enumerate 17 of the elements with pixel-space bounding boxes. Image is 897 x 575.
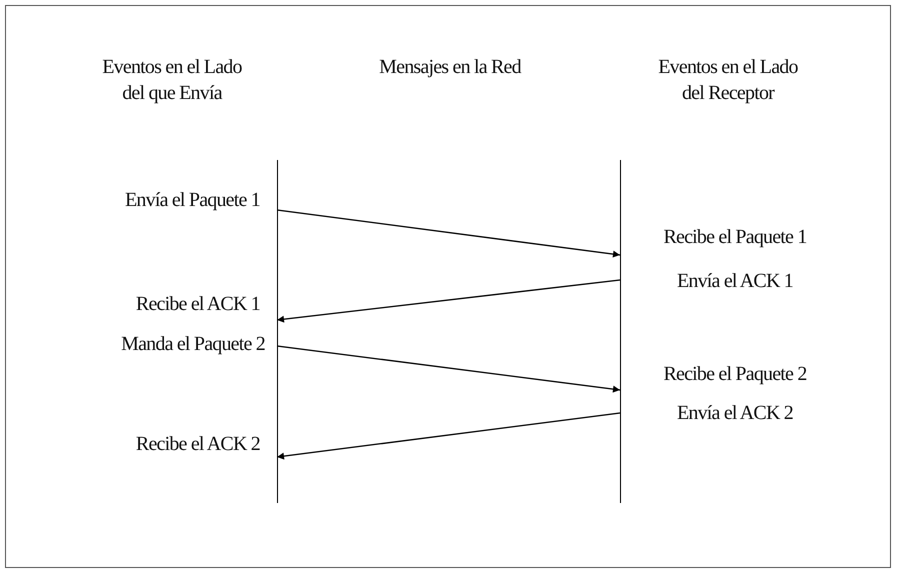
message-arrow xyxy=(276,279,620,323)
event-label: Recibe el Paquete 1 xyxy=(662,225,808,250)
lifeline xyxy=(277,160,278,503)
lifeline xyxy=(620,160,621,503)
message-arrow xyxy=(276,209,620,258)
column-heading: Eventos en el Lado del Receptor xyxy=(657,55,799,106)
event-label: Manda el Paquete 2 xyxy=(120,332,265,357)
event-label: Envía el ACK 1 xyxy=(676,269,794,294)
column-heading: Mensajes en la Red xyxy=(378,55,522,80)
message-arrow xyxy=(276,412,620,460)
event-label: Envía el Paquete 1 xyxy=(124,188,260,213)
message-arrow xyxy=(276,345,620,393)
event-label: Recibe el Paquete 2 xyxy=(662,362,808,387)
column-heading: Eventos en el Lado del que Envía xyxy=(101,55,243,106)
event-label: Recibe el ACK 2 xyxy=(134,432,260,457)
event-label: Envía el ACK 2 xyxy=(676,401,794,426)
event-label: Recibe el ACK 1 xyxy=(134,292,260,317)
